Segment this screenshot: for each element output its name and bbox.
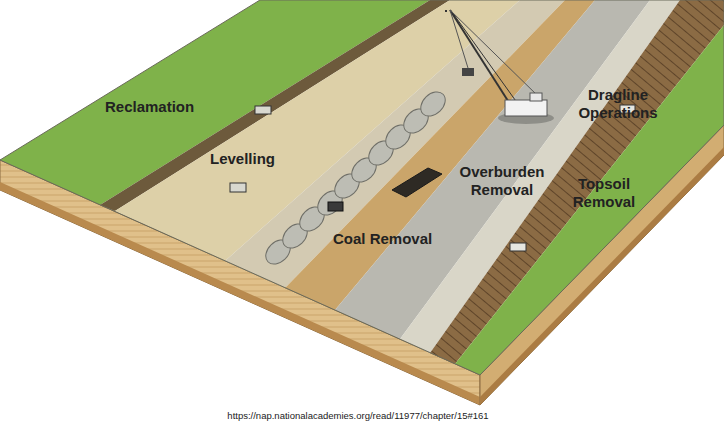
truck xyxy=(328,202,343,211)
undisturbed-land xyxy=(455,25,724,375)
dragline xyxy=(450,10,554,124)
area-label: Topsoil Removal xyxy=(568,175,640,211)
truck xyxy=(510,243,526,251)
dragline-boom xyxy=(452,12,518,104)
dragline-house xyxy=(505,100,547,116)
spoil-pile xyxy=(416,87,450,121)
area-label: Reclamation xyxy=(105,98,194,116)
topsoil-removal-strip xyxy=(430,0,724,364)
area-label: Coal Removal xyxy=(333,230,432,248)
hoist-cable xyxy=(450,10,468,68)
dragline-boom xyxy=(450,10,510,104)
vehicles xyxy=(230,10,635,251)
spoil-piles xyxy=(261,87,450,269)
dragline-cable xyxy=(450,10,540,98)
dragline-bucket xyxy=(462,68,474,76)
coal-pit xyxy=(392,168,442,197)
area-label: Dragline Operations xyxy=(568,86,668,122)
source-url: https://nap.nationalacademies.org/read/1… xyxy=(0,410,720,422)
truck xyxy=(230,183,246,192)
truck xyxy=(255,106,271,114)
area-label: Overburden Removal xyxy=(452,163,552,199)
block-top-outline xyxy=(0,0,724,375)
boom-tip xyxy=(445,10,447,12)
area-label: Levelling xyxy=(210,150,275,168)
dragline-cab xyxy=(530,93,542,101)
